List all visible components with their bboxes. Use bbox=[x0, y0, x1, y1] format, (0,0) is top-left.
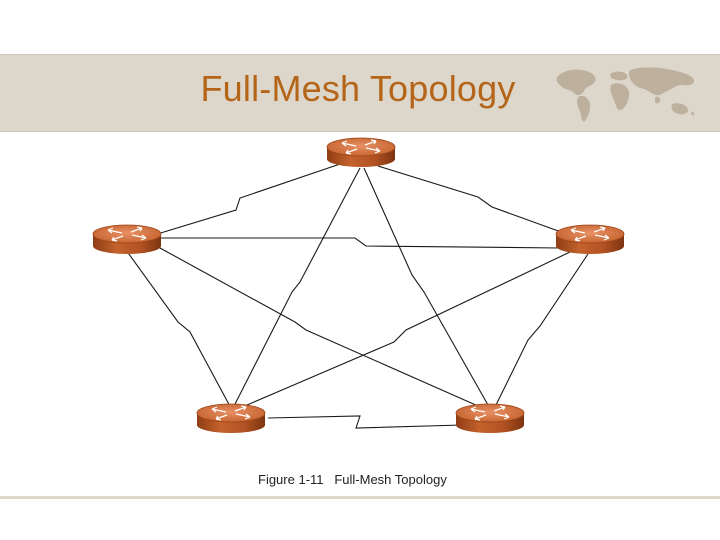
link-left-bottom-right bbox=[159, 247, 479, 407]
link-right-bottom-right bbox=[495, 253, 589, 406]
figure-caption: Figure 1-11 Full-Mesh Topology bbox=[258, 472, 447, 487]
router-bottom-left-icon bbox=[196, 403, 266, 434]
links bbox=[125, 162, 589, 429]
routers bbox=[92, 137, 625, 434]
link-top-bottom-left bbox=[231, 167, 361, 411]
link-top-bottom-right bbox=[363, 167, 489, 406]
link-top-left bbox=[153, 162, 344, 236]
router-top-icon bbox=[326, 137, 396, 168]
link-left-bottom-left bbox=[125, 249, 233, 411]
link-bottom-left-bottom-right bbox=[267, 415, 463, 429]
link-top-right bbox=[377, 165, 576, 238]
bottom-divider bbox=[0, 496, 720, 499]
world-map-icon bbox=[556, 67, 695, 122]
full-mesh-diagram bbox=[92, 137, 625, 434]
router-right-icon bbox=[555, 224, 625, 255]
link-right-bottom-left bbox=[239, 251, 571, 409]
title-band bbox=[0, 54, 720, 132]
router-left-icon bbox=[92, 224, 162, 255]
link-left-right bbox=[160, 237, 561, 249]
router-bottom-right-icon bbox=[455, 403, 525, 434]
slide-title: Full-Mesh Topology bbox=[200, 68, 516, 109]
